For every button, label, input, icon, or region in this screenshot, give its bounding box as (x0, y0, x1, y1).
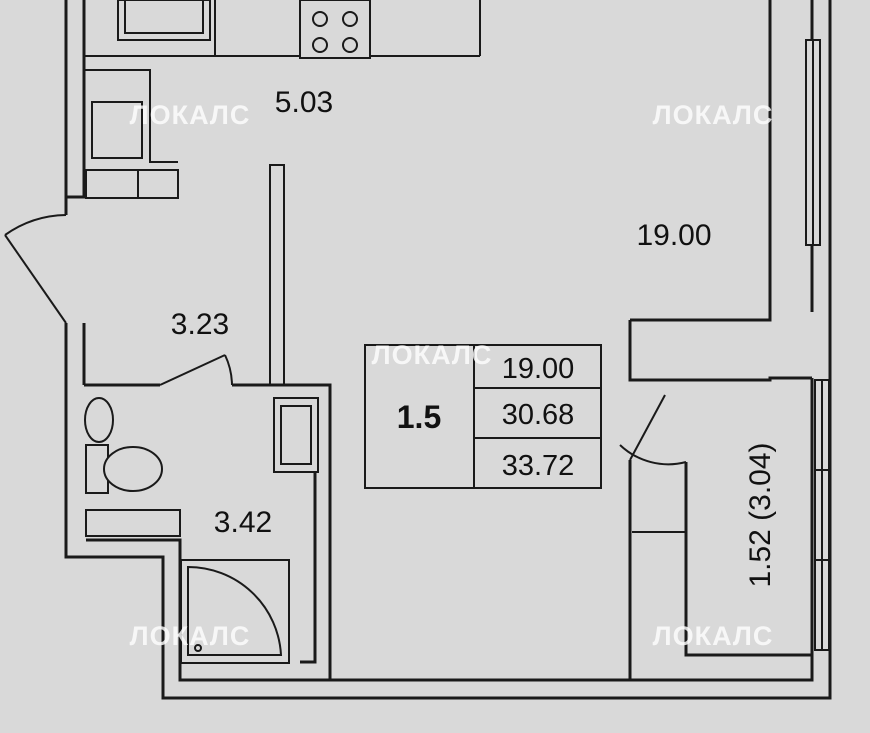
watermark-text: ЛОКАЛС (130, 621, 251, 651)
bathroom-door-icon (159, 354, 226, 386)
apartment-type: 1.5 (397, 399, 441, 435)
room-area-hall: 3.23 (171, 308, 229, 341)
partitions (84, 0, 812, 680)
doors (4, 214, 687, 466)
total-with-balcony-value: 33.72 (502, 450, 575, 482)
watermark-text: ЛОКАЛС (653, 621, 774, 651)
watermark-text: ЛОКАЛС (130, 100, 251, 130)
washbasin-icon (84, 397, 114, 443)
kitchen-counter (84, 0, 481, 199)
cabinet-icon (85, 169, 179, 199)
living-area-value: 19.00 (502, 353, 575, 385)
stove-icon (299, 0, 371, 59)
room-area-balcony: 1.52 (3.04) (744, 442, 777, 587)
room-area-living: 19.00 (636, 219, 711, 252)
room-area-kitchen: 5.03 (275, 86, 333, 119)
watermark-text: ЛОКАЛС (653, 100, 774, 130)
entrance-door-icon (4, 234, 67, 324)
windows (805, 39, 830, 651)
total-area-value: 30.68 (502, 399, 575, 431)
watermark-text: ЛОКАЛС (372, 340, 493, 370)
balcony-door-icon (629, 394, 666, 461)
room-area-bath: 3.42 (214, 506, 272, 539)
area-summary-box (364, 344, 602, 489)
bathroom-cabinet-icon (85, 509, 181, 537)
fridge-icon (91, 101, 143, 159)
bathroom-fixtures (84, 397, 319, 664)
toilet-icon (103, 446, 163, 492)
